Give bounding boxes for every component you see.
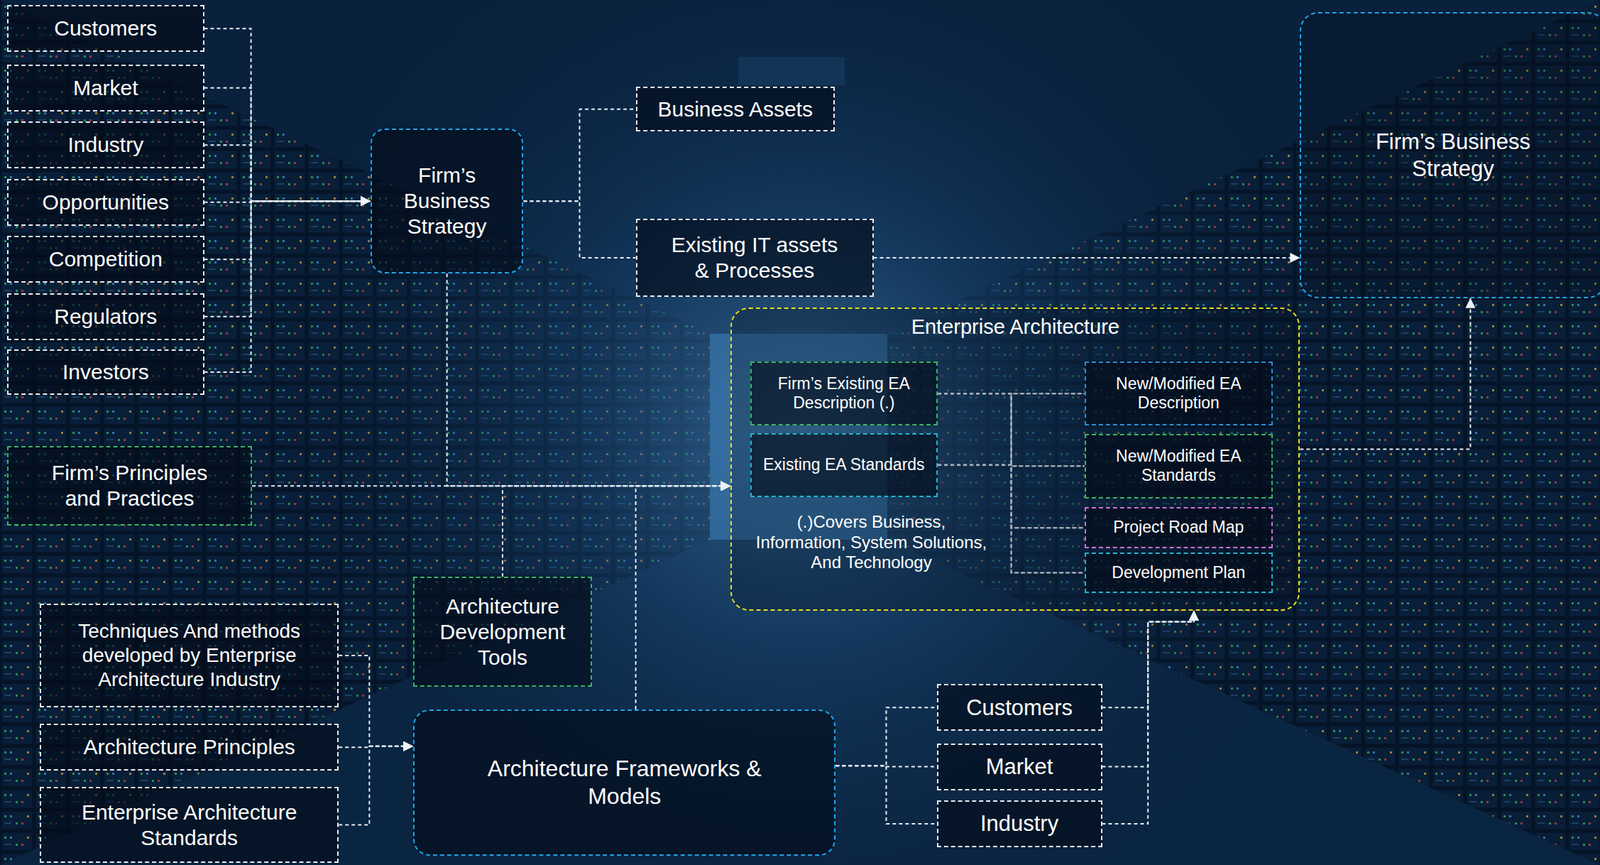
box-label: Firm’s Principles and Practices (36, 459, 223, 512)
connector (523, 200, 636, 258)
factor-box: Customers (937, 683, 1103, 731)
box-label: New/Modified EA Description (1094, 374, 1263, 414)
source-box: Enterprise Architecture Standards (39, 786, 339, 862)
tools-box: Architecture Development Tools (413, 576, 593, 687)
principles-box: Firm’s Principles and Practices (7, 445, 252, 526)
connector (204, 88, 371, 202)
box-label: Development Plan (1111, 562, 1246, 583)
box-label: Firm’s Business Strategy (380, 162, 514, 240)
box-label: Investors (62, 359, 150, 385)
source-box: Architecture Principles (39, 723, 339, 771)
connector (1102, 610, 1194, 824)
strategy-box: Firm’s Business Strategy (370, 128, 524, 274)
connector (835, 765, 937, 824)
box-label: Customers (53, 15, 157, 42)
factor-box: Investors (7, 349, 204, 396)
box-label: Existing EA Standards (763, 455, 925, 475)
box-label: Regulators (53, 303, 157, 330)
factor-box: Competition (7, 235, 204, 283)
connector (447, 273, 732, 486)
connector (338, 746, 414, 825)
box-label: Enterprise Architecture Standards (49, 799, 329, 851)
factor-box: Customers (7, 4, 204, 52)
box-label: Firm’s Business Strategy (1364, 128, 1542, 182)
asset-box: Existing IT assets & Processes (636, 218, 874, 298)
connector (251, 484, 731, 487)
box-label: Architecture Principles (83, 733, 295, 760)
box-label: New/Modified EA Standards (1094, 446, 1263, 486)
connector (204, 200, 371, 316)
ea-box: Firm’s Existing EA Description (.) (750, 361, 939, 426)
framework-box: Architecture Frameworks & Models (413, 709, 836, 856)
connector (636, 485, 732, 710)
factor-box: Market (7, 64, 204, 112)
connector (835, 707, 937, 766)
ea-box: Existing EA Standards (750, 433, 939, 498)
ea-box: Development Plan (1084, 552, 1273, 594)
box-label: Techniques And methods developed by Ente… (49, 618, 329, 691)
box-label: Industry (67, 132, 144, 158)
box-label: Industry (980, 809, 1059, 837)
connector (204, 144, 371, 201)
box-label: Market (73, 75, 139, 101)
connector (502, 485, 731, 577)
box-label: Opportunities (42, 189, 169, 216)
box-label: Business Assets (658, 96, 813, 123)
box-label: Competition (48, 246, 163, 272)
connector (1299, 298, 1471, 450)
factor-box: Regulators (7, 293, 204, 341)
factor-box: Opportunities (7, 178, 204, 226)
box-label: Existing IT assets & Processes (661, 232, 848, 284)
factor-box: Industry (7, 121, 204, 169)
connector (873, 256, 1301, 259)
ea-box: New/Modified EA Description (1084, 361, 1273, 426)
box-label: Firm’s Existing EA Description (.) (760, 374, 929, 414)
factor-box: Industry (937, 800, 1103, 847)
factor-box: Market (937, 743, 1103, 791)
container-heading: Enterprise Architecture (731, 314, 1299, 341)
box-label: Customers (966, 694, 1073, 721)
connector (523, 109, 636, 201)
container-note: (.)Covers Business, Information, System … (751, 511, 992, 573)
connector (338, 655, 414, 747)
connector (204, 200, 371, 372)
ea-box: Project Road Map (1084, 506, 1273, 549)
box-label: Architecture Frameworks & Models (475, 754, 774, 810)
box-label: Project Road Map (1113, 517, 1244, 538)
connector (204, 28, 371, 201)
box-label: Architecture Development Tools (423, 593, 583, 671)
asset-box: Business Assets (636, 86, 835, 132)
architecture-container: Enterprise Architecture (.)Covers Busines… (730, 307, 1300, 611)
ea-box: New/Modified EA Standards (1084, 433, 1273, 499)
strategy-box: Firm’s Business Strategy (1299, 12, 1600, 299)
connector (204, 200, 371, 260)
source-box: Techniques And methods developed by Ente… (39, 603, 339, 708)
box-label: Market (985, 753, 1054, 780)
